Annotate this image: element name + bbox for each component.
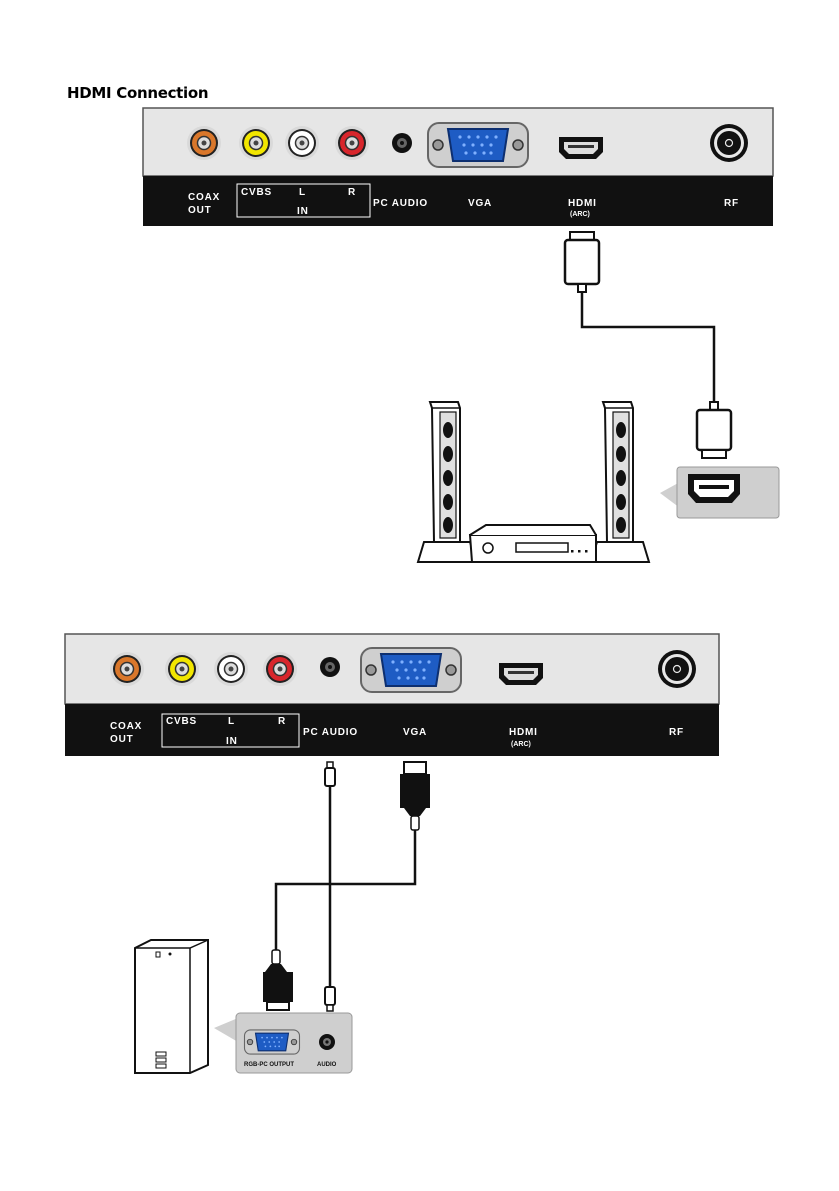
- pc-audio-jack-icon: [320, 657, 340, 677]
- hdmi-port-icon: [499, 663, 543, 685]
- rf-label: RF: [669, 727, 684, 738]
- rf-port-icon: [658, 650, 696, 688]
- hdmi-label: HDMI: [509, 727, 538, 738]
- pc-tower-icon: [135, 940, 208, 1073]
- arc-label: (ARC): [511, 741, 531, 748]
- vga-cable: [263, 762, 430, 1010]
- arc-label: (ARC): [570, 211, 590, 218]
- cvbs-label: CVBS: [241, 187, 272, 198]
- coax-label: COAX: [110, 721, 142, 732]
- hdmi-port-icon: [559, 137, 603, 159]
- vga-label: VGA: [403, 727, 427, 738]
- pc-audio-out-jack-icon: [319, 1034, 335, 1050]
- out-label: OUT: [110, 734, 134, 745]
- tv-panel-bottom: COAX OUT CVBS L R IN PC AUDIO VGA HDMI (…: [65, 634, 719, 756]
- right-label: R: [278, 716, 286, 727]
- in-label: IN: [297, 206, 309, 217]
- vga-label: VGA: [468, 198, 492, 209]
- left-speaker-icon: [418, 402, 476, 562]
- rgb-pc-output-label: RGB-PC OUTPUT: [244, 1062, 294, 1068]
- pc-audio-jack-icon: [392, 133, 412, 153]
- home-theater-icon: [418, 402, 649, 562]
- rgb-pc-output-port-icon: [245, 1030, 300, 1054]
- pc-audio-label: PC AUDIO: [373, 198, 428, 209]
- left-label: L: [299, 187, 306, 198]
- right-label: R: [348, 187, 356, 198]
- hdmi-label: HDMI: [568, 198, 597, 209]
- rf-port-icon: [710, 124, 748, 162]
- right-speaker-icon: [591, 402, 649, 562]
- in-label: IN: [226, 736, 238, 747]
- cvbs-label: CVBS: [166, 716, 197, 727]
- pc-audio-output-label: AUDIO: [317, 1062, 337, 1068]
- pc-output-closeup: RGB-PC OUTPUT AUDIO: [214, 1013, 352, 1073]
- out-label: OUT: [188, 205, 212, 216]
- pc-audio-label: PC AUDIO: [303, 727, 358, 738]
- coax-label: COAX: [188, 192, 220, 203]
- vga-port-icon: [428, 123, 528, 167]
- hdmi-cable: [565, 232, 731, 458]
- audio-cable: [325, 762, 335, 1011]
- tv-panel-top: COAX OUT CVBS L R IN PC AUDIO VGA HDMI (…: [143, 108, 773, 226]
- left-label: L: [228, 716, 235, 727]
- vga-port-icon: [361, 648, 461, 692]
- hdmi-output-closeup: [660, 467, 779, 518]
- rf-label: RF: [724, 198, 739, 209]
